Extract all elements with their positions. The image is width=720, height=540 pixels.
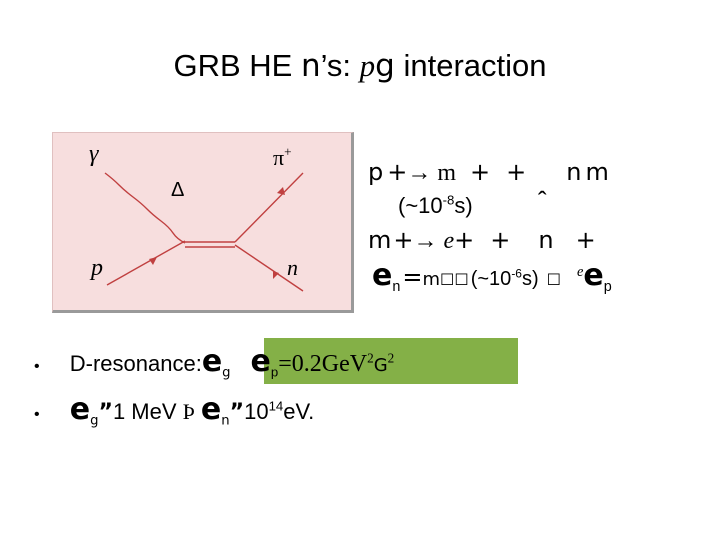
bullet-dot-2: • <box>34 406 40 423</box>
plus-glyph-4: + <box>393 226 414 254</box>
nu-energy-mantissa: 10 <box>244 399 269 424</box>
time2-exp: -6 <box>511 266 522 281</box>
highlight-box <box>264 338 518 384</box>
proton-symbol: p <box>359 48 376 83</box>
resonance-label: -resonance: <box>85 351 202 376</box>
gamma-glyph: g <box>375 48 395 84</box>
sub-gamma-1: g <box>222 365 231 381</box>
pion-label: π+ <box>273 145 292 171</box>
nu-glyph-2: n <box>538 226 554 254</box>
delta-label: Δ <box>171 179 185 201</box>
e-superscript: e <box>577 264 584 280</box>
mu-glyph-1: m <box>585 158 609 186</box>
photon-energy: 1 MeV <box>112 399 183 424</box>
gamma-label: γ <box>89 141 99 167</box>
epsilon-p: e <box>250 344 271 379</box>
neutron-arrow <box>273 271 279 279</box>
pion-arrow <box>277 187 285 195</box>
arrow-e: → <box>413 228 444 254</box>
implies-glyph: Þ <box>182 399 195 424</box>
slide-title: GRB HE n’s: pg interaction <box>0 48 720 84</box>
threshold-sup: 2 <box>367 350 374 366</box>
diagram-lines <box>104 172 304 292</box>
pion-charge: + <box>284 144 292 160</box>
sub-nu-2: n <box>221 413 230 429</box>
pi-glyph: p <box>368 158 384 186</box>
equals-glyph: = <box>402 263 423 291</box>
neutron-line <box>234 244 304 292</box>
epsilon-gamma: e <box>201 344 223 379</box>
nu-glyph: n <box>300 48 321 84</box>
nu-energy-exp: 14 <box>268 398 284 414</box>
plus-glyph-7: + <box>575 226 596 254</box>
decay-line-3: en=m☐☐(~10-6s)☐eep <box>372 258 612 295</box>
mu-glyph-3: m <box>422 269 441 290</box>
time1-open: (~10 <box>398 193 443 218</box>
sub-gamma-2: g <box>90 413 99 429</box>
title-quote: ’s: <box>320 48 360 83</box>
mark-glyph: ˆ <box>538 186 547 216</box>
time2-close: s) <box>521 268 539 290</box>
time1-exp: -8 <box>442 192 455 208</box>
epsilon-glyph-1: e <box>372 258 393 293</box>
nu-energy-unit: eV. <box>283 399 315 424</box>
time2: (~10-6s) <box>470 266 539 290</box>
interaction-diagram: γ π+ Δ p n <box>52 132 354 313</box>
proton-arrow <box>149 257 157 265</box>
bullet-dot-1: • <box>34 358 40 375</box>
pion-line <box>234 172 304 243</box>
plus-glyph-2: + <box>470 158 491 186</box>
positron-e: e <box>443 228 455 254</box>
epsilon-gamma-2: e <box>69 392 91 427</box>
pion-symbol: π <box>273 145 285 170</box>
photon-line <box>104 172 186 244</box>
plus-glyph-1: + <box>387 158 408 186</box>
sub-nu: n <box>392 278 401 295</box>
time2-open: (~10 <box>470 268 512 290</box>
p-label: p <box>91 255 103 281</box>
n-label: n <box>287 255 298 280</box>
arrow-mu: → m <box>407 160 457 186</box>
decay-line-2: m+→ e++n+ <box>368 226 596 255</box>
garbled-2: ☐ <box>546 270 561 289</box>
approx-glyph-1: ” <box>98 400 113 425</box>
title-prefix: GRB HE <box>173 48 301 83</box>
title-suffix: interaction <box>394 48 547 83</box>
sub-p-1: p <box>270 364 279 380</box>
delta-glyph: D <box>69 351 86 376</box>
approx-glyph-2: ” <box>229 400 245 425</box>
proton-line <box>106 240 186 286</box>
decay-time-1: (~10-8s) <box>398 193 473 219</box>
epsilon-glyph-2: e <box>583 258 604 293</box>
threshold-value: =0.2GeV <box>278 351 368 377</box>
g-glyph: G <box>373 355 388 376</box>
plus-glyph-3: + <box>506 158 527 186</box>
mu-glyph-2: m <box>368 226 392 254</box>
nu-glyph-1: n <box>566 158 582 186</box>
time1-close: s) <box>454 193 473 218</box>
epsilon-nu: e <box>200 392 222 427</box>
plus-glyph-6: + <box>490 226 511 254</box>
sub-p: p <box>603 278 612 295</box>
plus-glyph-5: + <box>454 226 475 254</box>
delta-line <box>185 241 235 248</box>
garbled-1: ☐☐ <box>440 270 469 289</box>
threshold-sup-b: 2 <box>387 350 395 366</box>
